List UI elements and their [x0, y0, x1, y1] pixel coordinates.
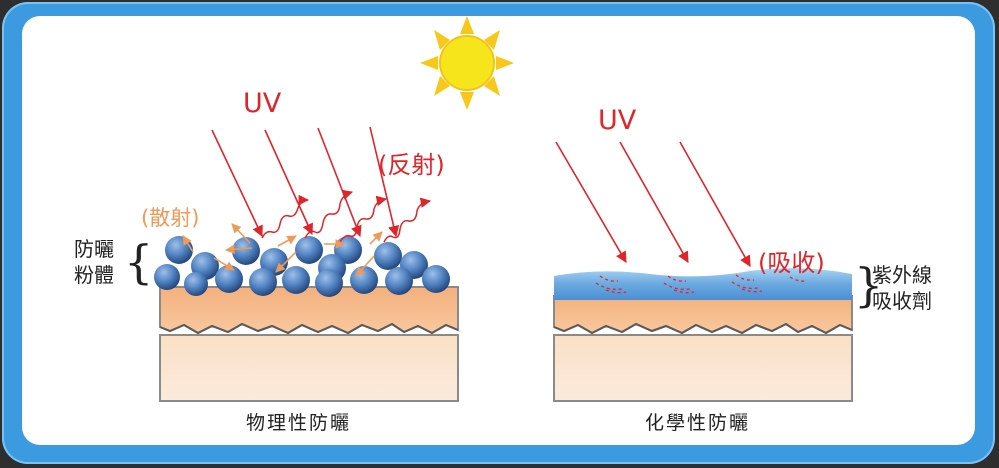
right-skin-layers: [553, 295, 853, 402]
left-skin-layers: [159, 286, 459, 402]
particle-layer-label: 防曬 粉體: [74, 236, 114, 288]
absorber-layer-label: 紫外線 吸收劑: [872, 262, 932, 314]
scatter-label: (散射): [141, 206, 200, 230]
particle-layer-label-line1: 防曬: [74, 237, 114, 261]
left-uv-label: UV: [243, 88, 282, 119]
absorbed-energy-marks: [595, 274, 807, 294]
right-uv-rays: [555, 141, 751, 267]
right-brace: }: [854, 258, 884, 312]
chemical-sunscreen-caption: 化學性防曬: [645, 412, 751, 434]
left-brace: {: [124, 235, 154, 289]
particle-layer-label-line2: 粉體: [74, 263, 114, 287]
uv-absorber-layer: [554, 268, 852, 300]
sun-icon: [420, 16, 514, 110]
reflected-rays: [261, 189, 432, 243]
absorber-layer-label-line1: 紫外線: [872, 263, 932, 287]
sunscreen-particles: [154, 236, 450, 297]
scattered-rays: [182, 223, 383, 277]
physical-sunscreen-caption: 物理性防曬: [246, 412, 352, 434]
left-uv-rays: [211, 126, 400, 238]
absorber-layer-label-line2: 吸收劑: [872, 289, 932, 313]
right-uv-label: UV: [598, 105, 637, 136]
absorb-label: (吸收): [758, 249, 825, 277]
reflect-label: (反射): [378, 151, 445, 179]
